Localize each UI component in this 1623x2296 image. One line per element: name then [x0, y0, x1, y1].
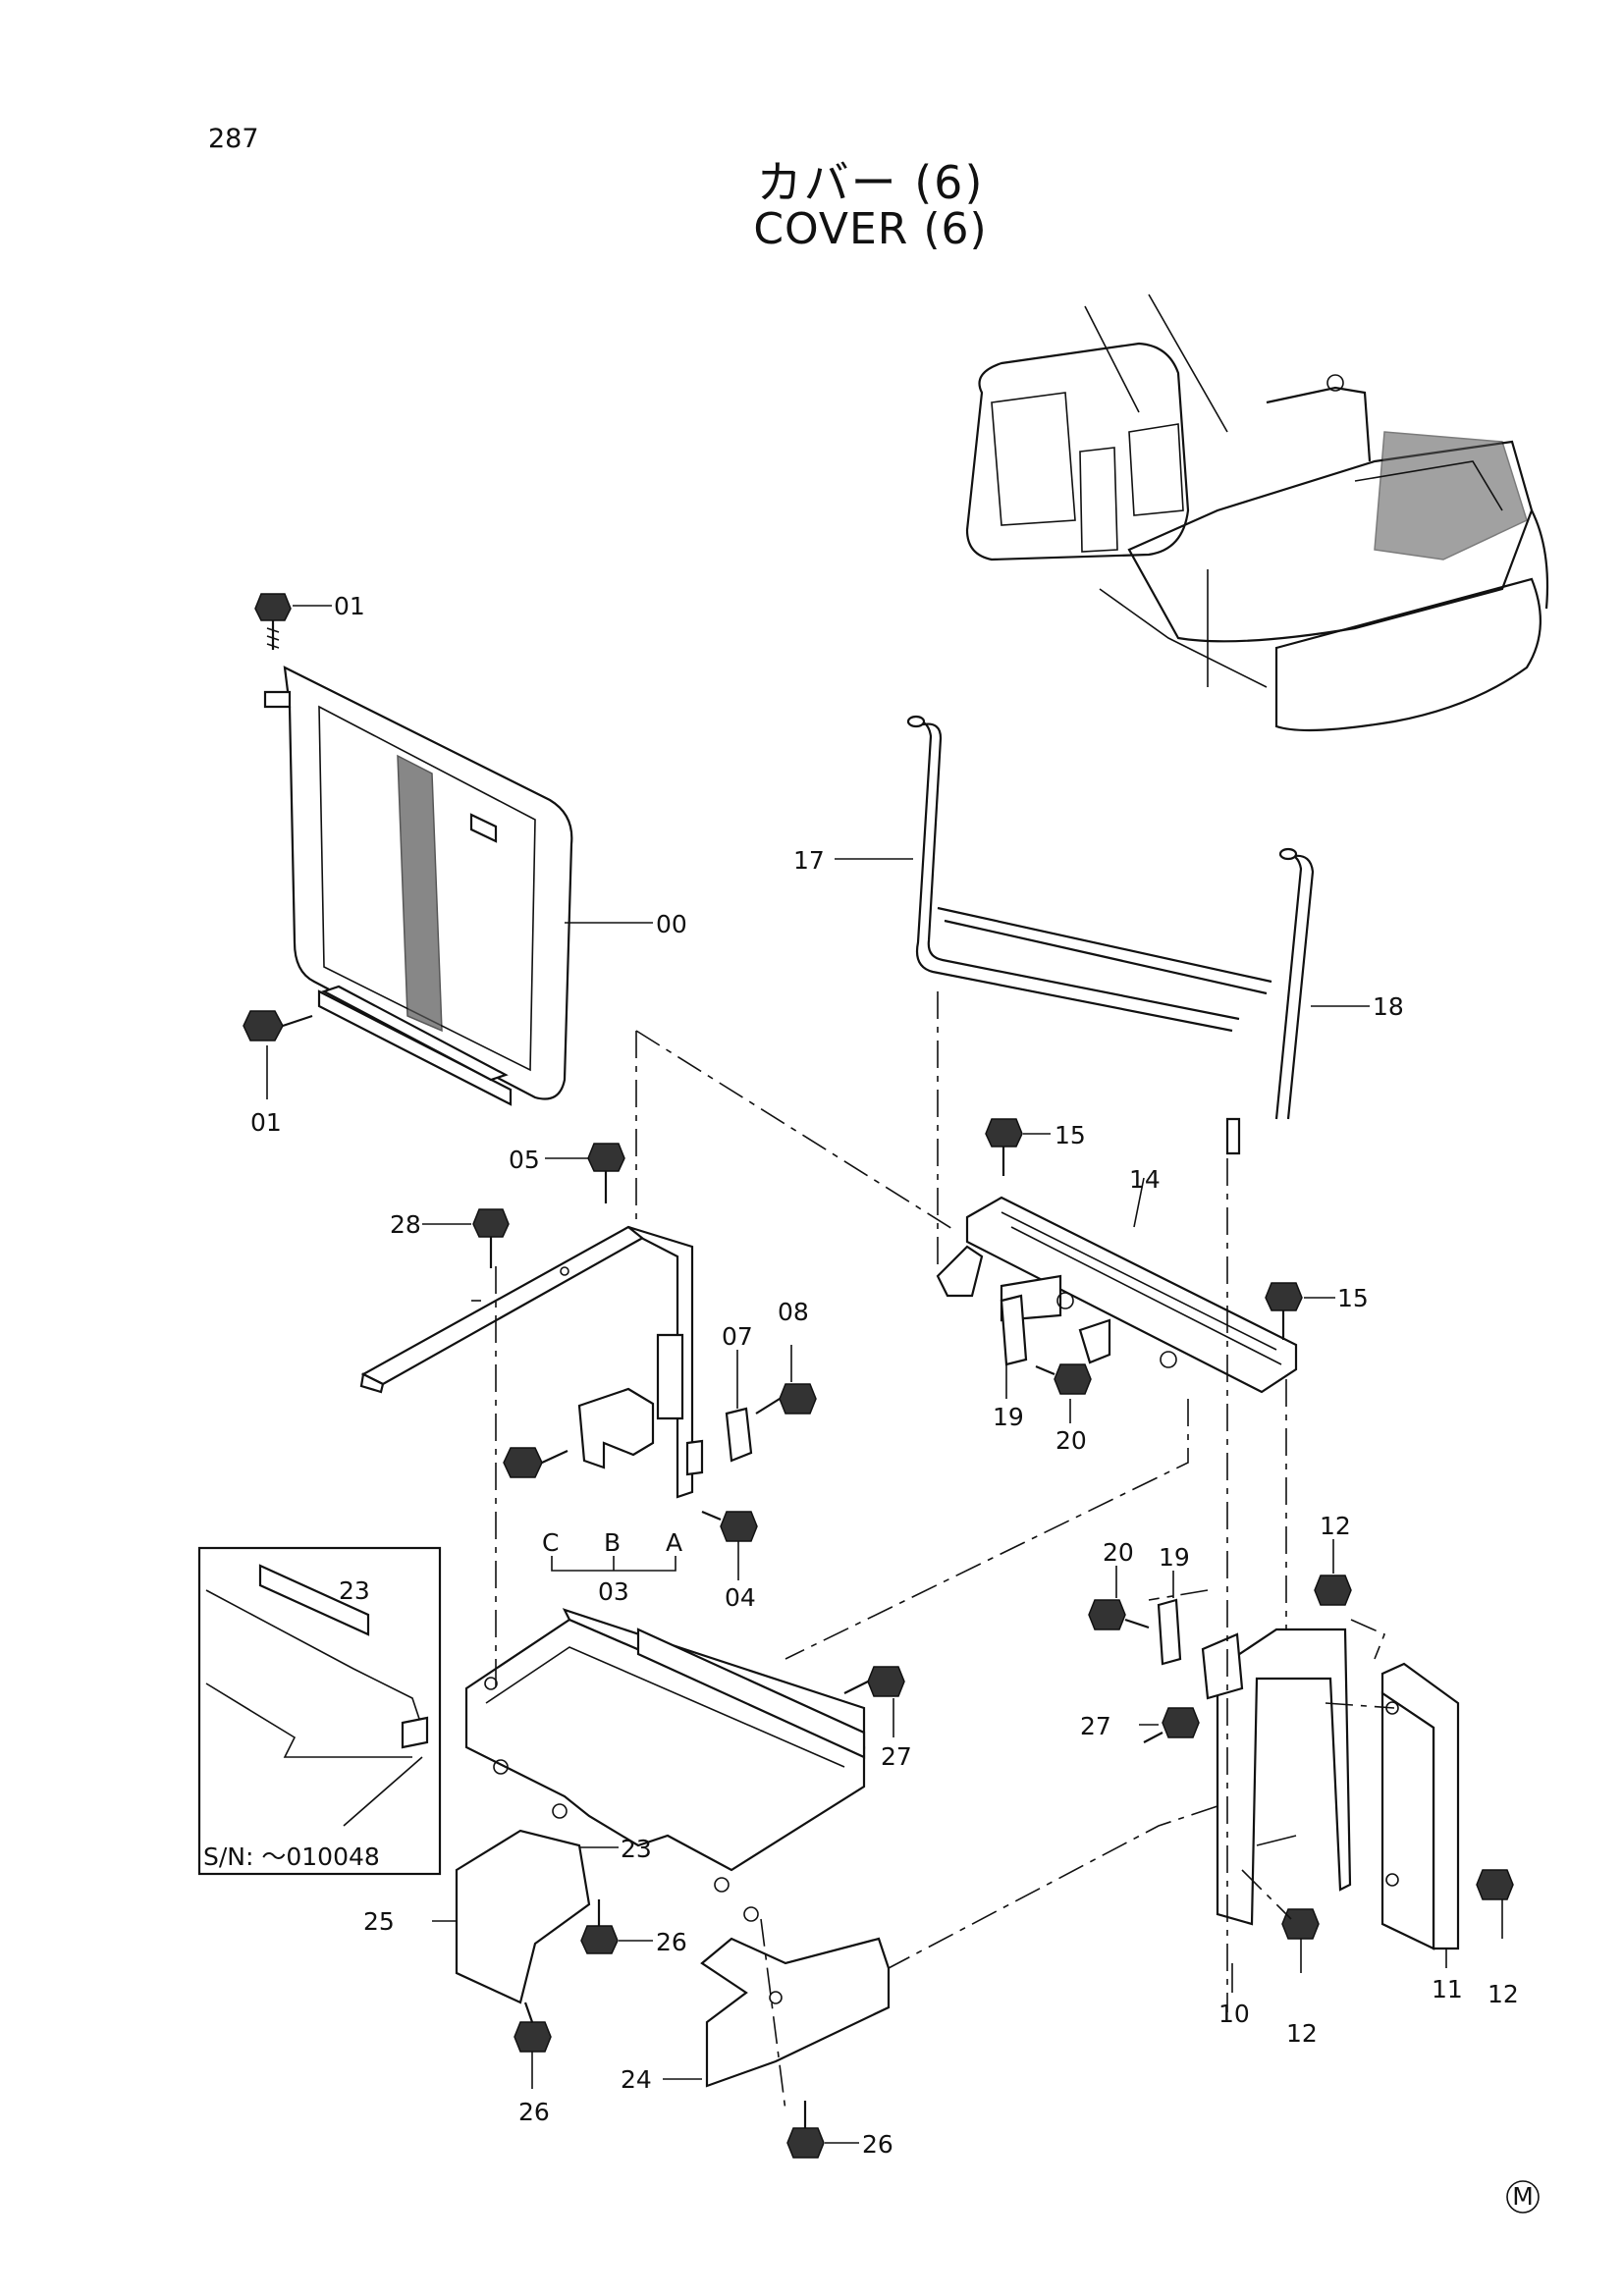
label-C: C — [542, 1528, 559, 1557]
part-labels: 01 00 01 17 18 15 14 15 05 28 07 08 C B … — [250, 592, 1519, 2159]
bolt-20-a — [1035, 1363, 1092, 1395]
label-26-b: 26 — [518, 2098, 550, 2126]
footer-mark-letter: M — [1512, 2182, 1534, 2211]
label-08: 08 — [778, 1298, 809, 1326]
part-19-plate-a — [1000, 1294, 1028, 1366]
label-26-a: 26 — [656, 1928, 687, 1956]
label-20-b: 20 — [1103, 1538, 1134, 1567]
leader-lines — [266, 605, 1503, 2144]
label-12-b: 12 — [1286, 2019, 1318, 2048]
label-19-a: 19 — [993, 1403, 1024, 1431]
label-01-bottom: 01 — [250, 1108, 282, 1137]
label-14: 14 — [1129, 1165, 1161, 1194]
label-26-c: 26 — [862, 2130, 893, 2159]
bolt-26-b — [514, 2002, 552, 2053]
bolt-15-a — [985, 1118, 1023, 1176]
label-03: 03 — [598, 1577, 629, 1606]
part-24-guard — [700, 1937, 891, 2088]
part-00-cover-panel — [263, 666, 573, 1106]
title-japanese: カバー (6) — [756, 156, 985, 209]
part-14-rail — [936, 1196, 1298, 1394]
bolt-01-left — [243, 1010, 313, 1041]
assembly-guide-lines — [495, 991, 1395, 2111]
label-B: B — [604, 1528, 621, 1557]
page-number: 287 — [208, 124, 259, 154]
label-18: 18 — [1373, 992, 1404, 1021]
label-11: 11 — [1432, 1975, 1463, 2003]
bolt-15-b — [1265, 1282, 1303, 1340]
part-23-tray — [464, 1608, 866, 1922]
label-04: 04 — [725, 1583, 756, 1612]
bolt-20-b — [1088, 1599, 1150, 1630]
inset-serial-label: S/N: ～010048 — [203, 1842, 380, 1871]
label-17: 17 — [793, 846, 825, 875]
label-19-b: 19 — [1159, 1543, 1190, 1572]
pipe-17 — [906, 715, 1240, 1033]
label-05: 05 — [509, 1146, 540, 1174]
title-english: COVER (6) — [753, 204, 988, 254]
bolt-27-a — [843, 1666, 905, 1697]
label-12-a: 12 — [1320, 1512, 1351, 1540]
label-15-a: 15 — [1055, 1121, 1086, 1149]
label-12-c: 12 — [1488, 1980, 1519, 2008]
bolt-05 — [587, 1143, 625, 1203]
bolt-04 — [701, 1510, 758, 1542]
label-07: 07 — [722, 1322, 753, 1351]
bolt-12-b — [1281, 1908, 1320, 1940]
label-25: 25 — [363, 1907, 395, 1936]
label-00: 00 — [656, 910, 687, 938]
label-27-b: 27 — [1080, 1712, 1111, 1740]
label-24: 24 — [621, 2065, 652, 2094]
bolt-26-a — [580, 1899, 619, 1954]
label-23-a: 23 — [339, 1576, 370, 1605]
bolt-26-c — [786, 2101, 825, 2159]
bolt-12-c — [1476, 1869, 1514, 1900]
label-23-b: 23 — [621, 1835, 652, 1863]
label-15-b: 15 — [1337, 1284, 1369, 1312]
pipe-18 — [937, 847, 1315, 1155]
label-A: A — [666, 1528, 682, 1557]
label-10: 10 — [1218, 2000, 1250, 2028]
bolt-28 — [472, 1208, 510, 1268]
label-01-top: 01 — [334, 592, 365, 620]
part-03-bracket — [503, 1387, 655, 1478]
bolt-01-top — [254, 593, 292, 650]
footer-mark: M — [1506, 2180, 1540, 2214]
inset-early-serial: S/N: ～010048 — [197, 1546, 442, 1876]
part-10-support — [1201, 1628, 1352, 1926]
part-07-clip — [685, 1407, 753, 1476]
label-20-a: 20 — [1055, 1426, 1087, 1455]
label-28: 28 — [390, 1210, 421, 1239]
part-11-plate — [1380, 1662, 1460, 1950]
machine-overview — [965, 294, 1549, 732]
bolt-08 — [755, 1383, 817, 1415]
bolt-27-b — [1143, 1707, 1200, 1743]
part-25-bracket — [455, 1829, 591, 2004]
bolt-12-a — [1314, 1575, 1352, 1606]
label-27-a: 27 — [881, 1742, 912, 1771]
part-19-plate-b — [1157, 1598, 1182, 1666]
bracket-frame — [359, 1225, 694, 1499]
